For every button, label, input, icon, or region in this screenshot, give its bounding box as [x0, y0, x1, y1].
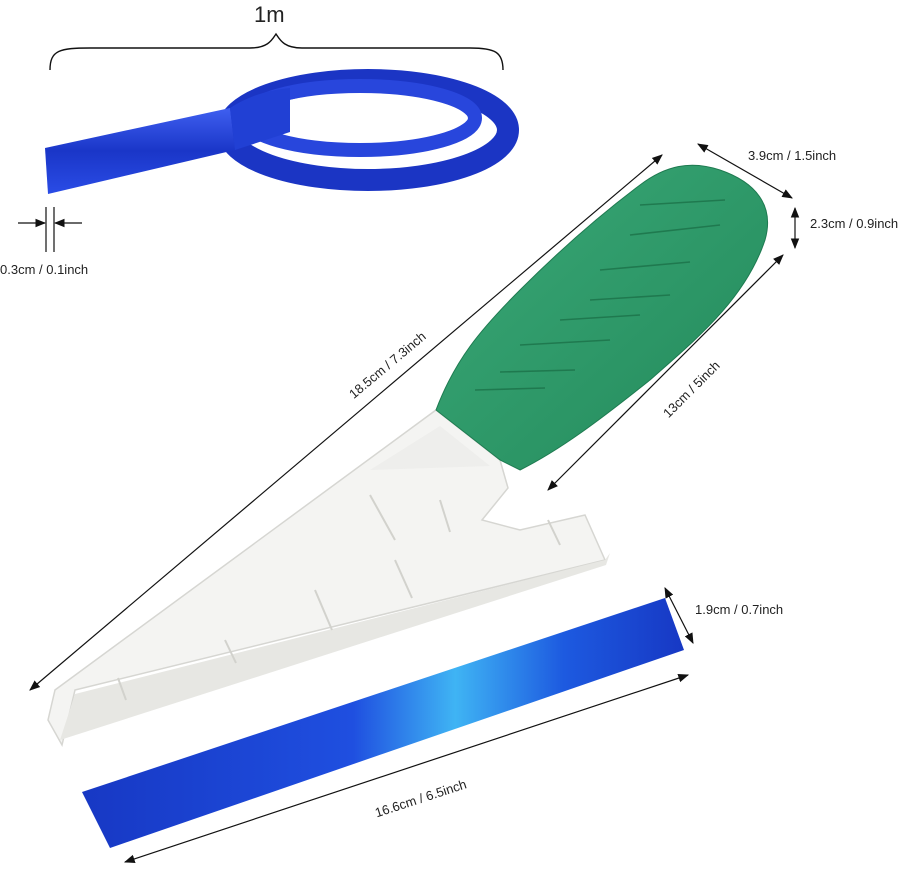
length-brace — [49, 32, 504, 71]
tape-roll — [45, 69, 519, 194]
handle-width-label: 3.9cm / 1.5inch — [748, 148, 837, 163]
tape-length-label: 1m — [254, 2, 285, 27]
blade-width-label: 1.9cm / 0.7inch — [695, 602, 784, 617]
tape-thickness-label: 0.3cm / 0.1inch — [0, 262, 89, 277]
handle-thickness-label: 2.3cm / 0.9inch — [810, 216, 899, 231]
green-handle — [435, 164, 769, 471]
